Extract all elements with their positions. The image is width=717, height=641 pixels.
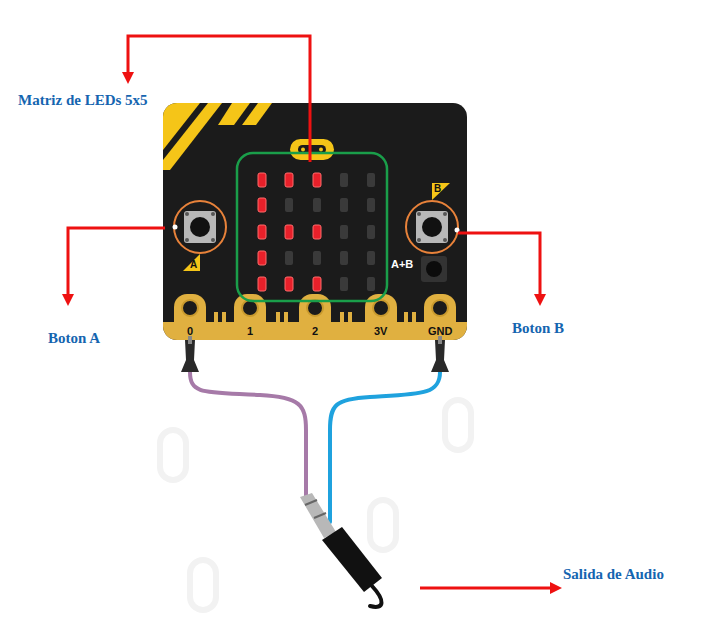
callout-label: Boton B bbox=[512, 321, 564, 336]
board bbox=[163, 103, 467, 340]
led-off bbox=[367, 251, 375, 265]
button-label: A+B bbox=[391, 259, 413, 270]
led-off bbox=[367, 225, 375, 239]
led-on bbox=[258, 198, 266, 212]
led-off bbox=[367, 198, 375, 212]
led-off bbox=[340, 277, 348, 291]
callout-label: Boton A bbox=[48, 331, 100, 346]
pin-name: GND bbox=[428, 326, 452, 337]
led-off bbox=[340, 173, 348, 187]
led-off bbox=[313, 198, 321, 212]
callout-label: Salida de Audio bbox=[563, 567, 664, 582]
pin-name: 0 bbox=[187, 326, 193, 337]
led-off bbox=[340, 251, 348, 265]
watermark-shapes bbox=[160, 400, 471, 610]
matrix-outline bbox=[237, 153, 387, 301]
button-letter: A bbox=[190, 260, 197, 270]
arrowheads bbox=[62, 72, 562, 594]
led-off bbox=[340, 198, 348, 212]
led-on bbox=[258, 277, 266, 291]
led-on bbox=[285, 277, 293, 291]
led-on bbox=[313, 225, 321, 239]
alligator-clips bbox=[181, 336, 449, 372]
led-off bbox=[367, 173, 375, 187]
led-off bbox=[340, 225, 348, 239]
button-a bbox=[173, 201, 227, 271]
led-on bbox=[258, 225, 266, 239]
led-on bbox=[258, 173, 266, 187]
audio-jack bbox=[300, 493, 382, 607]
led-off bbox=[285, 251, 293, 265]
led-on bbox=[313, 173, 321, 187]
pin-name: 2 bbox=[312, 326, 318, 337]
led-on bbox=[285, 173, 293, 187]
led-on bbox=[285, 225, 293, 239]
led-on bbox=[313, 277, 321, 291]
led-off bbox=[313, 251, 321, 265]
led-off bbox=[285, 198, 293, 212]
pin-name: 1 bbox=[247, 326, 253, 337]
led-on bbox=[258, 251, 266, 265]
button-b bbox=[406, 183, 460, 282]
led-off bbox=[367, 277, 375, 291]
pin-name: 3V bbox=[374, 326, 387, 337]
logo bbox=[290, 139, 334, 160]
button-letter: B bbox=[434, 184, 441, 194]
leader-arrows bbox=[68, 36, 552, 588]
callout-label: Matriz de LEDs 5x5 bbox=[18, 93, 148, 108]
led-grid bbox=[258, 173, 375, 291]
